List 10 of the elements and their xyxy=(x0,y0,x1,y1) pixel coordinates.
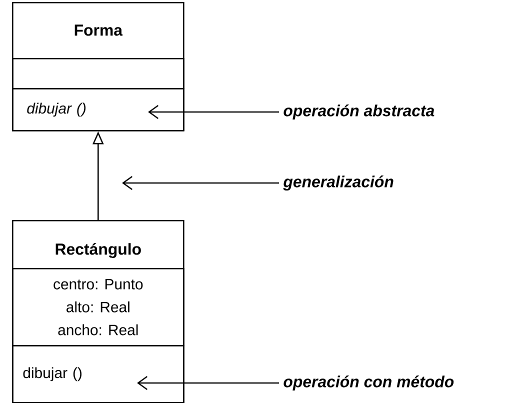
leader-arrow xyxy=(148,104,279,120)
operation-compartment: dibujar () xyxy=(12,345,184,403)
operation-compartment: dibujar () xyxy=(12,88,184,132)
annotation-text: operación abstracta xyxy=(284,104,434,120)
leader-arrow xyxy=(122,176,279,190)
attribute-compartment xyxy=(12,58,184,90)
annotation-text: operación con método xyxy=(284,376,454,390)
attribute-compartment: centro: Punto alto: Real ancho: Real xyxy=(12,268,184,346)
annotation-text: generalización xyxy=(283,176,394,190)
leader-arrow xyxy=(137,376,279,390)
